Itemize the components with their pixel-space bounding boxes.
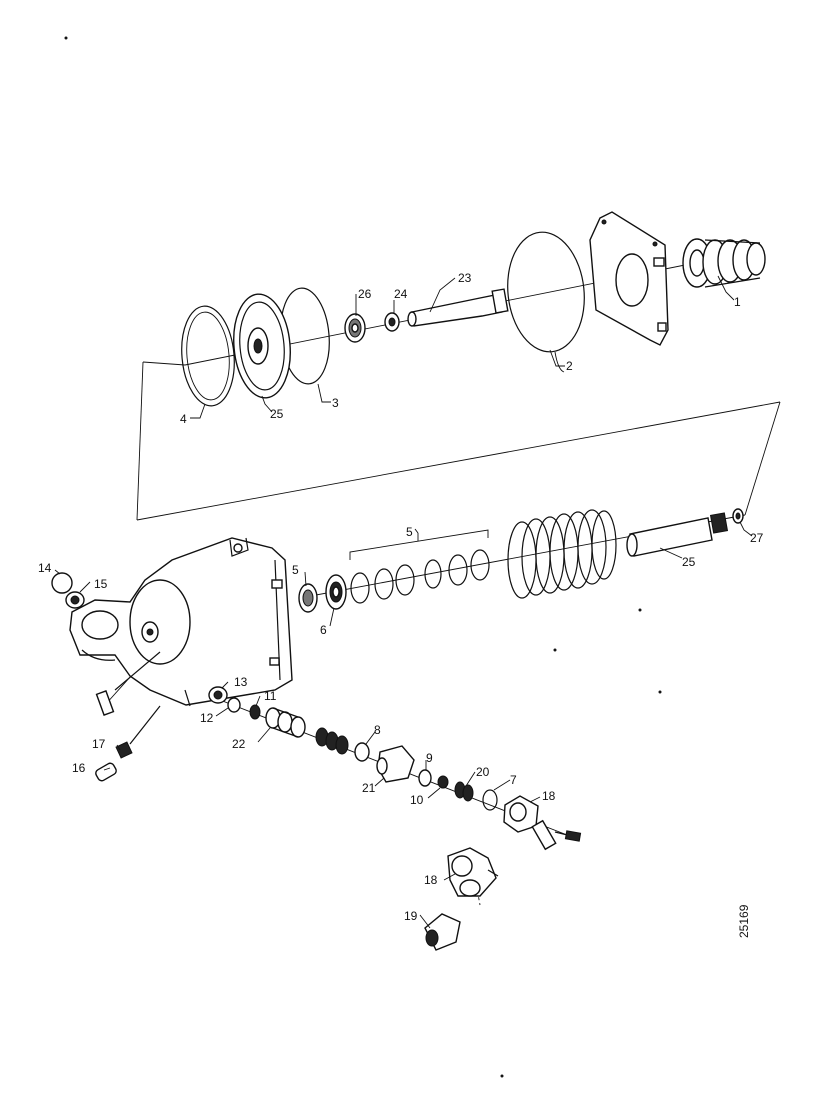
part-14-cap <box>51 572 73 594</box>
label-5-group: 5 <box>406 525 413 539</box>
bolt <box>531 819 582 851</box>
label-27: 27 <box>750 531 764 545</box>
main-spring <box>507 509 617 599</box>
part-8-washer <box>354 742 370 762</box>
label-8: 8 <box>374 723 381 737</box>
label-3: 3 <box>332 396 339 410</box>
label-13: 13 <box>234 675 248 689</box>
part-20-spring <box>454 781 474 802</box>
main-housing <box>69 537 293 707</box>
part-10-nut <box>437 775 449 789</box>
part-25-diaphragm <box>233 293 291 399</box>
bleeder-screw <box>95 651 161 716</box>
flange-plate <box>589 211 669 346</box>
label-20: 20 <box>476 765 490 779</box>
leader-lines <box>54 275 753 929</box>
part-27-clip <box>732 508 744 524</box>
label-23: 23 <box>458 271 472 285</box>
part-21-housing <box>376 745 415 783</box>
label-10: 10 <box>410 793 424 807</box>
part-labels: 1 2 3 4 25 26 24 23 5 5 6 25 27 14 15 13… <box>38 271 764 938</box>
label-21: 21 <box>362 781 376 795</box>
part-19-fitting <box>424 913 461 951</box>
label-15: 15 <box>94 577 108 591</box>
part-9-washer <box>418 769 432 787</box>
label-17: 17 <box>92 737 106 751</box>
part-13-nut <box>208 686 228 704</box>
part-18-cap <box>503 795 539 833</box>
label-24: 24 <box>394 287 408 301</box>
label-6: 6 <box>320 623 327 637</box>
part-17-spring <box>115 705 161 759</box>
part-2-ring <box>507 231 585 373</box>
label-19: 19 <box>404 909 418 923</box>
part-5-seal <box>298 583 318 613</box>
label-28: 25 <box>682 555 696 569</box>
drawing-number: 25169 <box>737 904 751 938</box>
label-11: 11 <box>264 689 277 703</box>
part-16-plug <box>95 762 117 782</box>
valve-spring <box>315 727 349 755</box>
part-26-bearing <box>344 313 366 343</box>
label-5-seal: 5 <box>292 563 299 577</box>
label-7: 7 <box>510 773 517 787</box>
label-25-upper: 25 <box>270 407 284 421</box>
part-1-boot <box>682 238 766 288</box>
part-4-ring <box>181 305 235 407</box>
label-12: 12 <box>200 711 214 725</box>
part-28-push-rod <box>626 512 729 557</box>
part-5-washers <box>349 529 490 604</box>
part-12-washer <box>227 697 241 713</box>
part-15-nut <box>65 591 85 609</box>
part-11-spring <box>249 704 261 720</box>
label-26: 26 <box>358 287 372 301</box>
part-18-fitting <box>447 847 499 897</box>
part-6-seal <box>325 574 347 610</box>
part-7-o-ring <box>482 789 498 811</box>
part-22-valve-body <box>265 707 306 738</box>
label-16: 16 <box>72 761 86 775</box>
label-14: 14 <box>38 561 52 575</box>
part-23-piston-rod <box>407 288 509 327</box>
label-4: 4 <box>180 412 187 426</box>
label-22: 22 <box>232 737 246 751</box>
label-18-fitting: 18 <box>424 873 438 887</box>
scan-specks <box>64 36 662 1078</box>
label-1: 1 <box>734 295 741 309</box>
part-24-nut <box>384 312 400 332</box>
label-2: 2 <box>566 359 573 373</box>
label-9: 9 <box>426 751 433 765</box>
label-18-cap: 18 <box>542 789 556 803</box>
